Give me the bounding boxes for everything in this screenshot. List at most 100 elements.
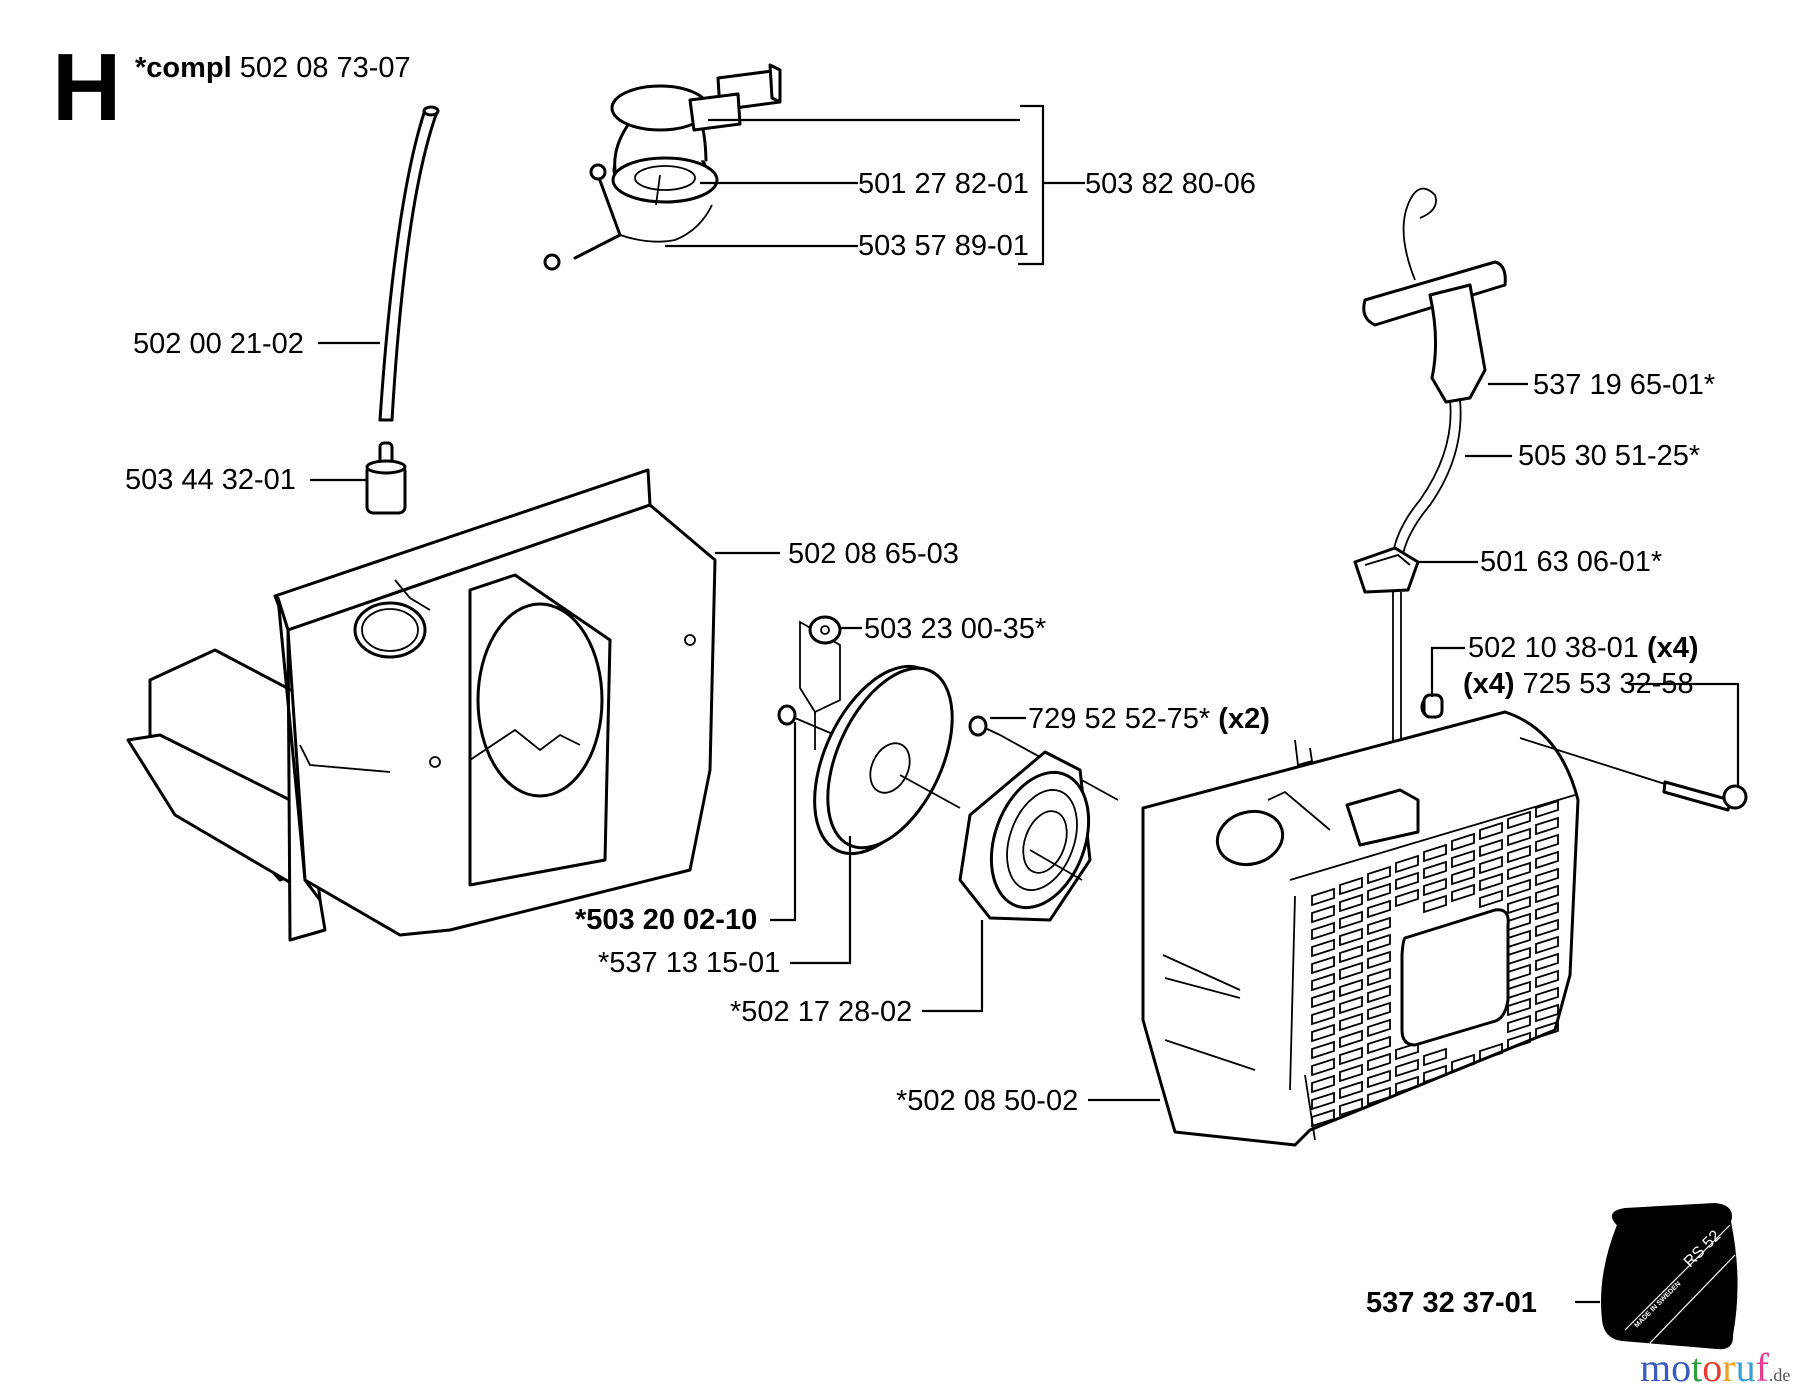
grille-slot — [1367, 1086, 1391, 1106]
grille-slot — [1311, 955, 1335, 975]
grille-slot — [1395, 1075, 1419, 1095]
grille-slot — [1311, 904, 1335, 924]
grille-slot — [1367, 899, 1391, 919]
screw-x4-qty: (x4) — [1463, 668, 1515, 700]
grille-slot — [1339, 944, 1363, 964]
grille-slot — [1535, 884, 1559, 904]
grille-slot — [1339, 927, 1363, 947]
grille-slot — [1311, 1006, 1335, 1026]
grille-slot — [1339, 1029, 1363, 1049]
starter-cover-window — [1400, 908, 1510, 1047]
watermark-tld: .de — [1768, 1365, 1791, 1385]
bushing-x4-number: 502 10 38-01 — [1468, 632, 1639, 664]
grille-slot — [1367, 967, 1391, 987]
screw-x4-drawing — [1519, 737, 1748, 812]
watermark-letter: r — [1722, 1345, 1736, 1390]
part-label-bushing-x4: 502 10 38-01 (x4) — [1468, 632, 1699, 664]
grille-slot — [1311, 989, 1335, 1009]
grille-slot — [1339, 1063, 1363, 1083]
screw-x4-number: 725 53 32-58 — [1522, 668, 1694, 700]
grille-slot — [1339, 876, 1363, 896]
section-letter: H — [52, 34, 122, 141]
watermark-logo: motoruf.de — [1640, 1346, 1790, 1397]
grille-slot — [1451, 849, 1475, 869]
part-label-cap-strap: 503 57 89-01 — [858, 230, 1029, 262]
grille-slot — [1311, 887, 1335, 907]
grille-slot — [1535, 918, 1559, 938]
starter-cover-drawing — [1141, 710, 1580, 1147]
grille-slot — [1479, 855, 1503, 875]
part-label-starter-handle: 537 19 65-01* — [1533, 369, 1716, 401]
grille-slot — [1367, 1035, 1391, 1055]
screw-x2-number: 729 52 52-75* — [1028, 703, 1211, 735]
grille-slot — [1395, 854, 1419, 874]
part-label-fuel-filter: 503 44 32-01 — [125, 464, 296, 496]
leader-bushing — [1430, 646, 1465, 697]
part-label-decal: 537 32 37-01 — [1366, 1287, 1537, 1319]
grille-slot — [1507, 895, 1531, 915]
grille-slot — [1535, 952, 1559, 972]
part-label-fuel-tank: 502 08 65-03 — [788, 538, 959, 570]
part-label-rope-pulley: *537 13 15-01 — [598, 947, 781, 979]
fuel-tank-drawing — [126, 468, 717, 942]
watermark-letter: f — [1755, 1345, 1769, 1390]
grille-slot — [1311, 972, 1335, 992]
grille-slot — [1507, 827, 1531, 847]
grille-slot — [1479, 821, 1503, 841]
fuel-filter-drawing — [365, 441, 407, 515]
bushing-drawing — [1420, 693, 1444, 719]
watermark-letter: t — [1691, 1345, 1703, 1390]
grille-slot — [1535, 816, 1559, 836]
grille-slot — [1479, 838, 1503, 858]
leader-screw-x4 — [1628, 682, 1740, 786]
leader-rope-pulley — [790, 836, 852, 965]
part-label-fuel-hose: 502 00 21-02 — [133, 328, 304, 360]
grille-slot — [1367, 1069, 1391, 1089]
grille-slot — [1367, 1052, 1391, 1072]
grille-slot — [1507, 861, 1531, 881]
grille-slot — [1395, 1058, 1419, 1078]
grille-slot — [1423, 843, 1447, 863]
assembly-prefix: *compl — [135, 52, 232, 84]
grille-slot — [1479, 889, 1503, 909]
grille-slot — [1535, 1003, 1559, 1023]
grille-slot — [1535, 935, 1559, 955]
grille-slot — [1311, 1074, 1335, 1094]
grille-slot — [1339, 1012, 1363, 1032]
grille-slot — [1535, 901, 1559, 921]
grille-slot — [1507, 844, 1531, 864]
leader-rope-pulley-kit — [770, 722, 797, 922]
part-label-screw-x4: (x4) 725 53 32-58 — [1463, 668, 1694, 700]
grille-slot — [1367, 950, 1391, 970]
grille-slot — [1423, 1047, 1447, 1067]
washer-drawing — [799, 615, 842, 750]
grille-slot — [1507, 997, 1531, 1017]
grille-slot — [1339, 978, 1363, 998]
cap-strap-drawing — [543, 163, 713, 271]
assembly-number: 502 08 73-07 — [239, 52, 411, 84]
grille-slot — [1367, 984, 1391, 1004]
part-label-starter-rope: 505 30 51-25* — [1518, 440, 1701, 472]
assembly-label: *compl 502 08 73-07 — [135, 52, 411, 84]
grille-slot — [1507, 878, 1531, 898]
watermark-letter: m — [1640, 1345, 1672, 1390]
rope-pulley-drawing — [813, 664, 961, 856]
bracket-cap-group — [1018, 104, 1045, 266]
grille-slot — [1339, 1046, 1363, 1066]
grille-slot — [1423, 877, 1447, 897]
grille-slot — [1367, 916, 1391, 936]
grille-slot — [1507, 1031, 1531, 1051]
part-label-screw-x2: 729 52 52-75* (x2) — [1028, 703, 1270, 735]
starter-handle-drawing — [1362, 187, 1507, 561]
grille-slot — [1479, 1042, 1503, 1062]
grille-slot — [1367, 882, 1391, 902]
grille-slot — [1451, 866, 1475, 886]
watermark-letter: o — [1702, 1345, 1723, 1390]
grille-slot — [1535, 1020, 1559, 1040]
grille-slot — [1339, 910, 1363, 930]
screw-x2-qty: (x2) — [1218, 703, 1270, 735]
grille-slot — [1423, 894, 1447, 914]
watermark-letter: o — [1671, 1345, 1692, 1390]
grille-slot — [1535, 986, 1559, 1006]
